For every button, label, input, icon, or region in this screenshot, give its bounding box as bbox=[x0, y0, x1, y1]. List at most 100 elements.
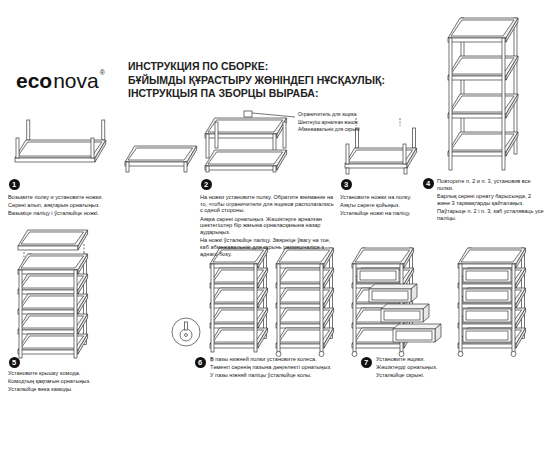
step-text: На ножкі ўсталюйце паліцу. Звярніце ўваг… bbox=[200, 237, 334, 257]
shelf-front bbox=[458, 284, 516, 288]
shelf-side bbox=[78, 294, 88, 314]
direction-arrow bbox=[400, 118, 401, 126]
post bbox=[277, 264, 280, 352]
shelf-front bbox=[448, 38, 506, 42]
shelf bbox=[125, 146, 197, 162]
shelf-front bbox=[276, 264, 324, 268]
leg bbox=[215, 122, 218, 148]
shelf bbox=[18, 230, 88, 246]
step-text: Аяқты сөреге қойыңыз. bbox=[340, 202, 422, 209]
step-number: 7 bbox=[361, 357, 372, 368]
shelf bbox=[276, 308, 334, 324]
shelf-front bbox=[15, 158, 95, 162]
leader-line bbox=[252, 113, 295, 117]
step-text: Паўтарыце п. 2 і п. 3, каб усталяваць ус… bbox=[437, 208, 545, 221]
step-number-text: 7 bbox=[364, 358, 368, 367]
post bbox=[254, 264, 257, 352]
drawer-panel bbox=[372, 291, 408, 300]
drawer bbox=[463, 309, 511, 322]
wheel-pin bbox=[185, 322, 188, 330]
shelf-front bbox=[210, 304, 258, 308]
shelf-front bbox=[448, 114, 506, 118]
shelf bbox=[458, 248, 526, 264]
shelf-side bbox=[258, 308, 268, 328]
shelf-front bbox=[276, 344, 324, 348]
step-number-text: 6 bbox=[198, 358, 202, 367]
drawer-panel bbox=[466, 291, 508, 300]
shelf-front bbox=[352, 344, 404, 348]
shelf-front bbox=[345, 164, 407, 168]
shelf-front bbox=[276, 304, 324, 308]
step-text: Комодтың қақпағын орнатыңыз. bbox=[8, 378, 158, 385]
step-text: Повторите п. 2 и п. 3, установив все пол… bbox=[437, 178, 545, 191]
callout-text: Ограничитель для ящика bbox=[298, 111, 380, 117]
shelf-side bbox=[258, 268, 268, 288]
shelf-side bbox=[324, 308, 334, 328]
step-number: 2 bbox=[201, 179, 212, 190]
shelf bbox=[210, 308, 268, 324]
leg bbox=[27, 120, 30, 140]
shelf-side bbox=[324, 288, 334, 308]
leg bbox=[206, 166, 209, 172]
drawer bbox=[357, 269, 399, 282]
post bbox=[459, 264, 462, 352]
drawer-panel bbox=[466, 271, 508, 280]
shelf-rim bbox=[18, 142, 102, 156]
logo-text: ® bbox=[100, 69, 105, 76]
post bbox=[19, 270, 22, 358]
leg bbox=[273, 166, 276, 172]
step-text: Установите ножки на полку. bbox=[340, 194, 422, 201]
post bbox=[512, 264, 515, 352]
shelf-front bbox=[18, 270, 78, 274]
shelf bbox=[18, 254, 88, 270]
shelf-side bbox=[407, 148, 417, 168]
shelf bbox=[458, 308, 526, 324]
shelf-front bbox=[458, 324, 516, 328]
shelf-side bbox=[277, 150, 287, 170]
shelf-side bbox=[78, 314, 88, 334]
shelf-rim bbox=[208, 152, 283, 164]
shelf-side bbox=[404, 248, 414, 268]
shelf-front bbox=[276, 284, 324, 288]
post bbox=[320, 264, 323, 352]
leg bbox=[184, 162, 187, 172]
wheel bbox=[319, 352, 324, 357]
drawer-side bbox=[411, 284, 417, 302]
leg bbox=[126, 162, 129, 172]
post bbox=[211, 264, 214, 352]
shelf bbox=[210, 288, 268, 304]
shelf-front bbox=[210, 284, 258, 288]
shelf-rim bbox=[279, 250, 330, 262]
drawer bbox=[463, 269, 511, 282]
step-text: В пазы нижней полки установите колеса. bbox=[210, 356, 350, 363]
shelf-side bbox=[506, 56, 518, 80]
shelf-front bbox=[125, 162, 187, 166]
shelf-rim bbox=[21, 256, 84, 268]
shelf-side bbox=[516, 288, 526, 308]
step-text: Төменгі сөренің пазына дөңгелекті орнаты… bbox=[210, 364, 350, 371]
shelf-side bbox=[324, 248, 334, 268]
shelf-side bbox=[258, 288, 268, 308]
wheel bbox=[399, 352, 404, 357]
shelf-rim bbox=[21, 232, 84, 244]
post bbox=[502, 38, 505, 170]
shelf-front bbox=[458, 344, 516, 348]
shelf-side bbox=[258, 328, 268, 348]
drawer-side bbox=[423, 304, 429, 322]
wheel-detail bbox=[172, 318, 200, 346]
drawer-stop bbox=[244, 111, 252, 117]
leg bbox=[346, 168, 349, 174]
drawer-panel bbox=[466, 311, 508, 320]
shelf-side bbox=[516, 328, 526, 348]
shelf bbox=[276, 248, 334, 264]
drawer-panel bbox=[384, 311, 420, 320]
post bbox=[353, 264, 356, 352]
leg bbox=[404, 168, 407, 174]
drawer bbox=[463, 289, 511, 302]
step-number: 4 bbox=[423, 178, 434, 189]
shelf-side bbox=[78, 230, 88, 250]
step-text: Возьмите полку и установите ножки. bbox=[8, 194, 126, 201]
step-text: Установите крышку комода. bbox=[8, 370, 158, 377]
callout-text: Шектеуіш арналған жәшік bbox=[298, 119, 380, 125]
shelf bbox=[458, 268, 526, 284]
